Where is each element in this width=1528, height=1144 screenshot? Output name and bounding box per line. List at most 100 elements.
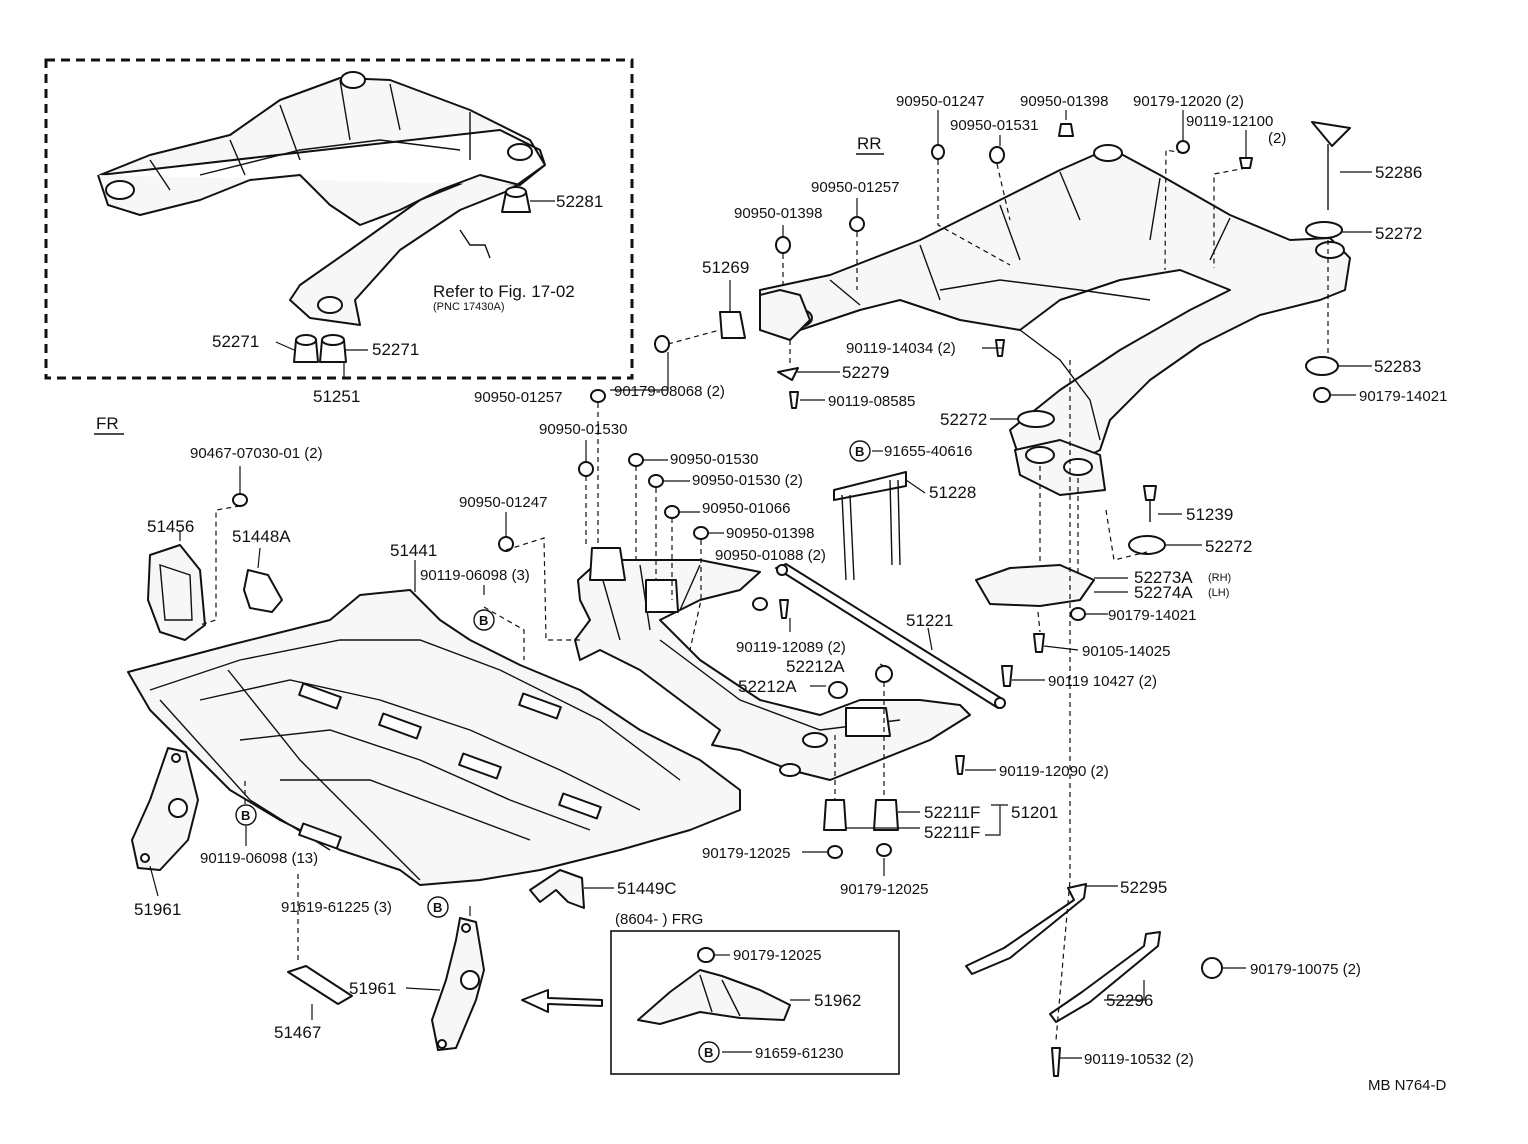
b-marks: B B B B B <box>235 440 871 1063</box>
svg-text:B: B <box>479 613 488 628</box>
frg-inset <box>610 930 900 1075</box>
label-90950-01531: 90950-01531 <box>950 117 1038 134</box>
label-51467: 51467 <box>274 1023 321 1042</box>
refer-pnc-text: (PNC 17430A) <box>433 301 505 313</box>
front-crossmember-drawing <box>574 547 971 781</box>
label-51448a: 51448A <box>232 527 291 546</box>
bolts-51228 <box>833 471 907 581</box>
inset-cushion-52281 <box>501 186 555 213</box>
frg-title: (8604- ) FRG <box>615 911 703 928</box>
label-51201: 51201 <box>1011 803 1058 822</box>
label-91655-40616: 91655-40616 <box>884 443 972 460</box>
label-52281: 52281 <box>556 192 603 211</box>
label-52211f-b: 52211F <box>924 823 980 842</box>
lateral-rod-51221 <box>775 563 1006 709</box>
label-90179-10075: 90179-10075 (2) <box>1250 961 1361 978</box>
label-52296: 52296 <box>1106 991 1153 1010</box>
b-mark-2: B <box>473 609 495 631</box>
label-51449c: 51449C <box>617 879 677 898</box>
label-52272-b: 52272 <box>940 410 987 429</box>
label-90950-01398-b: 90950-01398 <box>734 205 822 222</box>
frg-frame <box>610 930 900 1075</box>
inset-cushion-52271-right <box>319 334 368 363</box>
arrow-left <box>521 989 603 1013</box>
label-90119-14034: 90119-14034 (2) <box>846 340 956 357</box>
label-90119-06098-b: 90119-06098 (13) <box>200 850 318 867</box>
under-cover-51441 <box>127 589 741 886</box>
svg-text:B: B <box>241 808 250 823</box>
inset-cushion-52271-left <box>275 334 319 363</box>
label-91619-61225: 91619-61225 (3) <box>281 899 392 916</box>
alignment-lines <box>199 149 1329 1041</box>
label-52271-left: 52271 <box>212 332 259 351</box>
label-52211f-a: 52211F <box>924 803 980 822</box>
label-51221: 51221 <box>906 611 953 630</box>
svg-text:B: B <box>704 1045 713 1060</box>
label-52279: 52279 <box>842 363 889 382</box>
fasteners <box>232 121 1351 1077</box>
label-90119-10532: 90119-10532 (2) <box>1084 1051 1194 1068</box>
label-90179-08068: 90179-08068 (2) <box>614 383 725 400</box>
label-90950-01257-a: 90950-01257 <box>811 179 899 196</box>
label-90119-06098-a: 90119-06098 (3) <box>420 567 530 584</box>
part-labels: 90950-01247 90950-01398 90950-01531 9017… <box>134 93 1447 1094</box>
strap-51467 <box>287 965 353 1005</box>
label-90950-01530-b: 90950-01530 <box>670 451 758 468</box>
label-52212a-b: 52212A <box>738 677 797 696</box>
label-51456: 51456 <box>147 517 194 536</box>
label-90119-12089: 90119-12089 (2) <box>736 639 846 656</box>
label-90179-12025-c: 90179-12025 <box>733 947 821 964</box>
label-90950-01398-top: 90950-01398 <box>1020 93 1108 110</box>
label-90179-12025-b: 90179-12025 <box>840 881 928 898</box>
label-52272-a: 52272 <box>1375 224 1422 243</box>
label-90119-08585: 90119-08585 <box>828 393 915 410</box>
label-90950-01530-c: 90950-01530 (2) <box>692 472 803 489</box>
label-90119-12090: 90119-12090 (2) <box>999 763 1109 780</box>
rear-subframe-drawing <box>759 144 1351 496</box>
label-51962: 51962 <box>814 991 861 1010</box>
label-91659-61230: 91659-61230 <box>755 1045 843 1062</box>
label-52283: 52283 <box>1374 357 1421 376</box>
inset-subframe-assembly: 52281 52271 52271 51251 Refer to Fig. 17… <box>44 58 634 406</box>
b-mark-3: B <box>235 804 257 826</box>
stay-52296 <box>1049 931 1161 1023</box>
svg-text:B: B <box>433 900 442 915</box>
b-mark-1: B <box>849 440 871 462</box>
label-52212a-a: 52212A <box>786 657 845 676</box>
b-mark-4: B <box>427 896 449 918</box>
label-90950-01247-b: 90950-01247 <box>459 494 547 511</box>
diagram-code: MB N764-D <box>1368 1077 1447 1094</box>
label-90179-12020: 90179-12020 (2) <box>1133 93 1244 110</box>
stay-52295 <box>965 883 1087 975</box>
label-90179-12025-a: 90179-12025 <box>702 845 790 862</box>
b-mark-5: B <box>698 1041 720 1063</box>
label-52274a-side: (LH) <box>1208 587 1229 599</box>
rr-marker: RR <box>857 134 882 153</box>
label-90119-12100: 90119-12100 <box>1186 113 1273 130</box>
svg-text:B: B <box>855 444 864 459</box>
label-52274a: 52274A <box>1134 583 1193 602</box>
bracket-51448a <box>243 569 283 613</box>
label-51239: 51239 <box>1186 505 1233 524</box>
label-52295: 52295 <box>1120 878 1167 897</box>
label-51441: 51441 <box>390 541 437 560</box>
label-51251: 51251 <box>313 387 360 406</box>
inset-subframe-drawing <box>97 71 546 326</box>
label-90950-01530-a: 90950-01530 <box>539 421 627 438</box>
label-90179-14021-b: 90179-14021 <box>1108 607 1196 624</box>
label-90950-01066: 90950-01066 <box>702 500 790 517</box>
brace-51456 <box>147 544 206 641</box>
fr-marker: FR <box>96 414 119 433</box>
leader-lines <box>149 110 1372 1059</box>
label-52271-right: 52271 <box>372 340 419 359</box>
plate-51961-right <box>431 917 485 1051</box>
label-90119-10427: 90119 10427 (2) <box>1048 673 1157 690</box>
label-90119-12100-qty: (2) <box>1268 130 1286 147</box>
label-51269: 51269 <box>702 258 749 277</box>
label-51961-b: 51961 <box>349 979 396 998</box>
label-51961-a: 51961 <box>134 900 181 919</box>
label-52273a: 52273A <box>1134 568 1193 587</box>
label-90950-01257-b: 90950-01257 <box>474 389 562 406</box>
label-90950-01398-c: 90950-01398 <box>726 525 814 542</box>
